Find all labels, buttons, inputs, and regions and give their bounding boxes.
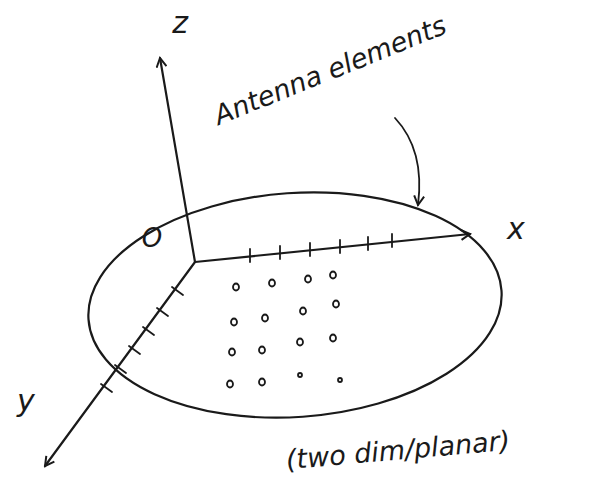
y-axis [45,262,195,466]
z-axis [160,58,195,262]
x-axis-ticks [250,234,392,262]
caption-note: (two dim/planar) [285,425,512,475]
antenna-element-grid [227,272,342,388]
x-axis [195,234,470,262]
leader-line [395,118,419,205]
plane-ellipse [81,179,510,431]
origin-label: O [142,223,162,253]
annotation-label: Antenna elements [209,9,450,130]
axis-label: x [507,211,525,246]
axis-label: z [172,5,188,40]
axis-label: y [17,383,35,418]
y-axis-ticks [101,287,183,392]
